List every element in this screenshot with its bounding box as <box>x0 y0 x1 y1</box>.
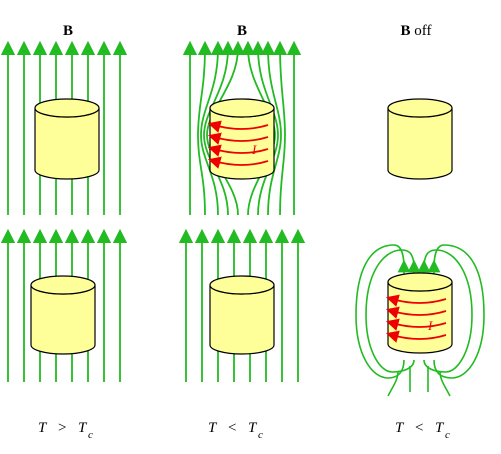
header-col1: B <box>63 23 73 39</box>
current-label-top: I <box>251 142 257 157</box>
svg-text:<: < <box>228 420 236 436</box>
svg-text:c: c <box>88 429 93 441</box>
header-col2: B <box>237 23 247 39</box>
cylinder-superconductor-top <box>209 98 275 180</box>
svg-text:T: T <box>395 420 405 436</box>
condition-label-col2: T < T c <box>208 420 263 441</box>
cylinder-field-off-top <box>387 98 453 180</box>
header-col3: B off <box>401 23 432 39</box>
condition-label-col3: T < T c <box>395 420 450 441</box>
cylinder-normal-top <box>34 98 100 180</box>
condition-label-col1: T > T c <box>38 420 93 441</box>
svg-text:T: T <box>435 420 445 436</box>
svg-text:<: < <box>415 420 423 436</box>
panel-meissner-top <box>182 40 302 216</box>
cylinder-trapped-flux-bottom <box>387 272 453 354</box>
screening-current-arrows-top <box>207 120 269 169</box>
svg-text:>: > <box>58 420 66 436</box>
svg-text:T: T <box>78 420 88 436</box>
svg-text:c: c <box>258 429 263 441</box>
svg-text:c: c <box>445 429 450 441</box>
svg-text:T: T <box>248 420 258 436</box>
svg-text:T: T <box>208 420 218 436</box>
current-label-bottom: I <box>427 318 433 333</box>
cylinder-superconductor-bottom <box>209 275 275 355</box>
svg-text:T: T <box>38 420 48 436</box>
persistent-current-arrows-bottom <box>385 294 447 343</box>
cylinder-normal-bottom <box>30 275 96 355</box>
